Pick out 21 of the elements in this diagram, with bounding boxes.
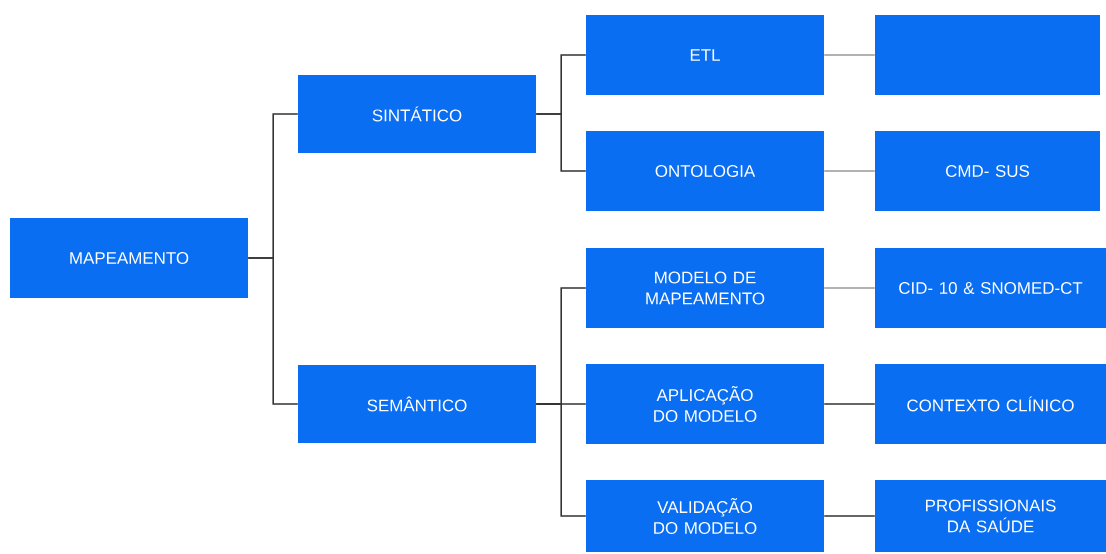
connector-line	[535, 403, 587, 517]
connector-line	[823, 170, 876, 172]
mapping-box: APLICAÇÃO DO MODELO	[586, 364, 824, 444]
mapping-box: MODELO DE MAPEAMENTO	[586, 248, 824, 328]
empty-box	[875, 15, 1100, 95]
mapping-box: ONTOLOGIA	[586, 131, 824, 211]
mapping-box: CID- 10 & SNOMED-CT	[875, 248, 1106, 328]
mapping-box: VALIDAÇÃO DO MODELO	[586, 480, 824, 552]
connector-line	[535, 113, 587, 172]
mapping-box: MAPEAMENTO	[10, 218, 248, 298]
mapping-box: PROFISSIONAIS DA SAÚDE	[875, 480, 1106, 552]
mapping-box: SINTÁTICO	[298, 75, 536, 153]
connector-line	[823, 287, 876, 289]
connector-line	[823, 54, 876, 56]
connector-line	[823, 515, 876, 517]
mapping-box: CMD- SUS	[875, 131, 1100, 211]
mapping-box: CONTEXTO CLÍNICO	[875, 364, 1106, 444]
mapping-box: ETL	[586, 15, 824, 95]
mapping-box: SEMÂNTICO	[298, 365, 536, 443]
connector-line	[247, 257, 299, 405]
connector-line	[823, 403, 876, 405]
